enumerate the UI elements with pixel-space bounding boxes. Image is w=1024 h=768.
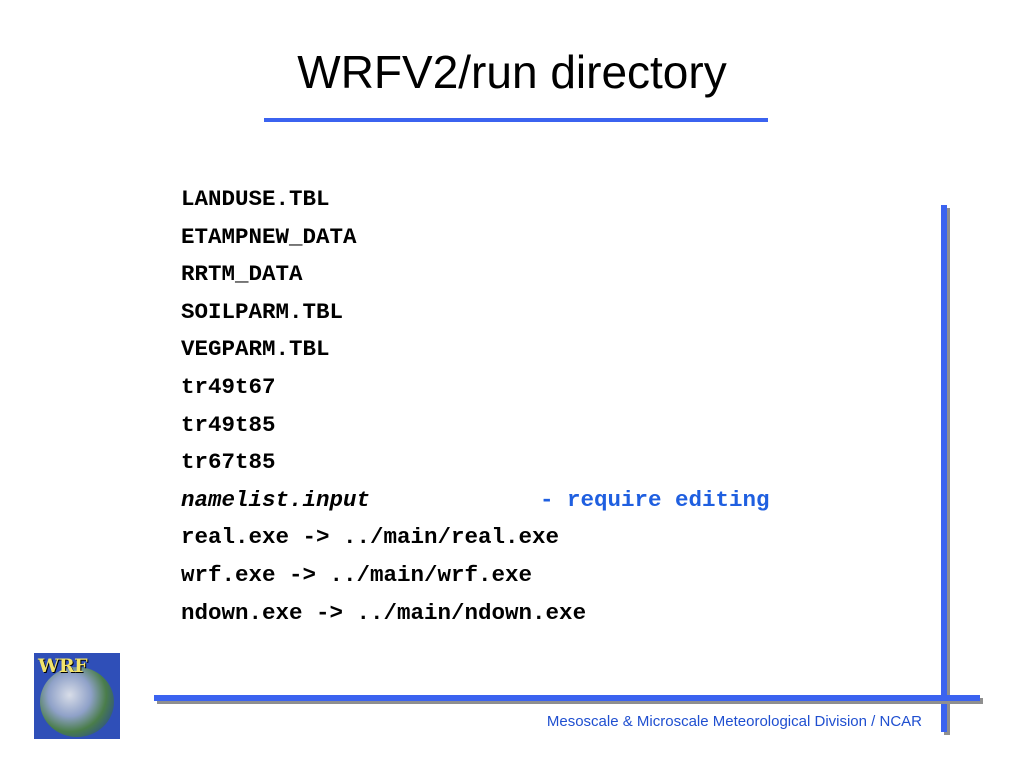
file-item: real.exe -> ../main/real.exe: [181, 524, 560, 551]
file-item-namelist: namelist.input: [181, 486, 371, 513]
slide-title: WRFV2/run directory: [297, 46, 727, 98]
file-item: LANDUSE.TBL: [181, 186, 330, 212]
file-item: wrf.exe -> ../main/wrf.exe: [181, 561, 533, 588]
file-list: LANDUSE.TBL ETAMPNEW_DATA RRTM_DATA SOIL…: [181, 181, 586, 632]
file-item: SOILPARM.TBL: [181, 298, 344, 325]
file-item: tr49t67: [181, 373, 276, 400]
globe-icon: [40, 667, 114, 737]
wrf-logo: WRF: [34, 653, 120, 739]
file-item: RRTM_DATA: [181, 261, 303, 288]
file-item: ndown.exe -> ../main/ndown.exe: [181, 599, 587, 626]
file-item: tr49t85: [181, 411, 276, 438]
title-underline: [264, 118, 768, 122]
namelist-note: - require editing: [540, 487, 770, 513]
file-item: tr67t85: [181, 449, 276, 476]
file-item: VEGPARM.TBL: [181, 336, 330, 363]
footer-text: Mesoscale & Microscale Meteorological Di…: [546, 713, 922, 730]
frame-horizontal-rule: [154, 695, 980, 701]
logo-text: WRF: [38, 655, 88, 677]
file-item: ETAMPNEW_DATA: [181, 223, 357, 250]
frame-vertical-rule: [941, 205, 947, 732]
